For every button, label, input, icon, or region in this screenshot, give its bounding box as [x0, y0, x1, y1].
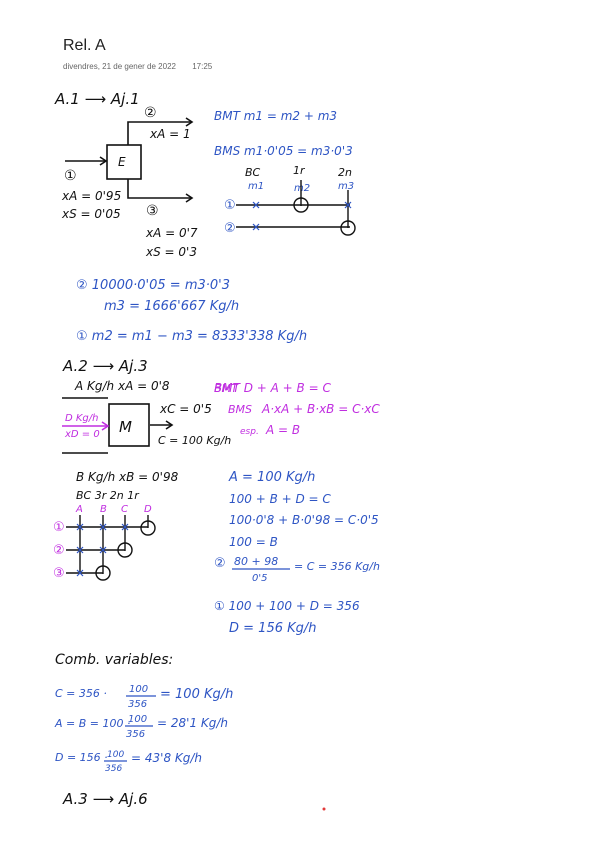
a2-matrix-row-2: ②: [53, 543, 65, 558]
a1-stream1-arrowhead: [99, 156, 108, 166]
a2-matrix-marks: [76, 523, 129, 577]
comb-d-denominator: 356: [105, 764, 122, 774]
a1-matrix-grid: [236, 180, 356, 236]
a1-stream2-xa: xA = 1: [149, 127, 191, 141]
a1-stream3-xs: xS = 0'3: [145, 245, 197, 259]
a2-esp-label: esp.: [240, 427, 259, 437]
a1-matrix-col-bc: BC: [245, 166, 261, 179]
a2-bmt-line: BMT D + A + B = C: [214, 381, 331, 395]
a1-bmt-equation: BMT m1 = m2 + m3: [214, 109, 337, 123]
a2-matrix-pivot-2: [117, 542, 133, 558]
a1-stream1-xa: xA = 0'95: [61, 189, 121, 203]
a2-stream-d-arrow: [62, 421, 110, 431]
comb-c-prefix: C = 356 ·: [55, 687, 107, 700]
a1-stream2-arrowhead: [185, 117, 194, 127]
comb-c-numerator: 100: [129, 684, 148, 695]
a2-heading: A.2 ⟶ Aj.3: [62, 357, 148, 375]
a2-input-d: D Kg/h: [65, 413, 99, 424]
a1-matrix-row-2: ②: [224, 221, 236, 236]
a2-mixer-box: [108, 403, 150, 447]
a2-matrix-header: BC 3r 2n 1r: [76, 489, 140, 502]
comb-a-denominator: 356: [126, 729, 145, 740]
a1-matrix-pivot-2: [340, 220, 356, 236]
a1-matrix-marks: [252, 201, 352, 231]
page-time: 17:25: [192, 62, 213, 71]
a2-eq-bms: 100·0'8 + B·0'98 = C·0'5: [229, 513, 379, 527]
a2-input-b: B Kg/h xB = 0'98: [76, 470, 179, 484]
a1-matrix-col-2n: 2n: [338, 166, 352, 179]
a2-eq5-result: = C = 356 Kg/h: [294, 560, 380, 573]
a2-eq5-denominator: 0'5: [252, 573, 267, 584]
comb-heading: Comb. variables:: [55, 652, 173, 668]
a2-output-c: C = 100 Kg/h: [158, 434, 231, 447]
a2-matrix-row-1: ①: [53, 520, 65, 535]
a1-stream1-xs: xS = 0'05: [61, 207, 121, 221]
a1-matrix-sub-m3: m3: [338, 181, 354, 192]
a1-calc-stream2: ② 10000·0'05 = m3·0'3: [76, 278, 230, 293]
a2-eq-a: A = 100 Kg/h: [228, 470, 315, 485]
comb-d-result: = 43'8 Kg/h: [131, 751, 202, 765]
a2-eq5-prefix: ②: [214, 556, 226, 571]
comb-c-result: = 100 Kg/h: [160, 687, 233, 702]
a1-calc-m2: ① m2 = m1 − m3 = 8333'338 Kg/h: [76, 329, 307, 344]
a2-eq-b: 100 = B: [229, 535, 278, 549]
comb-d-numerator: 100: [107, 750, 124, 760]
a1-stream3-arrowhead: [185, 193, 194, 203]
a2-box-label: M: [119, 418, 132, 436]
a1-matrix-pivot-1: [293, 197, 309, 213]
a2-bms-label: BMS: [228, 403, 252, 416]
a2-input-a: A Kg/h xA = 0'8: [74, 379, 170, 393]
a1-stream3-number: ③: [146, 203, 159, 219]
a2-bmt-label: BMT: [214, 382, 239, 395]
a1-bms-equation: BMS m1·0'05 = m3·0'3: [214, 144, 353, 158]
a1-matrix-col-1r: 1r: [293, 164, 306, 177]
a2-input-d-x: xD = 0: [64, 429, 100, 440]
a2-matrix-pivot-1: [140, 520, 156, 536]
a1-calc-m3: m3 = 1666'667 Kg/h: [104, 299, 239, 314]
a2-matrix-row-3: ③: [53, 566, 65, 581]
a1-heading: A.1 ⟶ Aj.1: [54, 90, 140, 108]
a1-matrix-sub-m2: m2: [294, 183, 310, 194]
a1-matrix-sub-m1: m1: [248, 181, 264, 192]
a1-unit-box: [106, 144, 142, 180]
page-date: divendres, 21 de gener de 2022: [63, 62, 176, 71]
a2-matrix-col-c: C: [121, 504, 128, 515]
a1-box-label: E: [118, 155, 126, 169]
a3-heading: A.3 ⟶ Aj.6: [62, 790, 148, 808]
page-meta: divendres, 21 de gener de 2022 17:25: [63, 62, 212, 71]
a2-matrix-col-b: B: [100, 504, 107, 515]
a2-eq-d-sum: ① 100 + 100 + D = 356: [214, 599, 360, 613]
a1-flow-diagram: [65, 117, 194, 203]
a2-eq-bmt: 100 + B + D = C: [229, 492, 331, 506]
comb-a-result: = 28'1 Kg/h: [157, 716, 228, 730]
a1-stream3-arrow: [127, 179, 192, 199]
a2-matrix-pivot-3: [95, 565, 111, 581]
a2-bms-equation: A·xA + B·xB = C·xC: [261, 402, 380, 416]
a1-stream2-arrow: [127, 121, 192, 145]
a1-stream3-xa: xA = 0'7: [145, 226, 198, 240]
page-title: Rel. A: [63, 37, 106, 54]
a2-esp-equation: A = B: [265, 423, 300, 437]
comb-d-prefix: D = 156 ·: [55, 751, 108, 764]
a2-eq-d: D = 156 Kg/h: [229, 621, 317, 636]
a2-matrix-grid: [66, 515, 156, 581]
a1-matrix-row-1: ①: [224, 198, 236, 213]
a1-stream1-number: ①: [64, 168, 77, 184]
comb-c-denominator: 356: [128, 699, 147, 710]
comb-a-numerator: 100: [128, 714, 147, 725]
a2-eq5-numerator: 80 + 98: [234, 555, 278, 568]
comb-a-prefix: A = B = 100 ·: [54, 717, 130, 730]
stray-red-dot: [322, 807, 326, 811]
a2-output-xc: xC = 0'5: [159, 402, 212, 416]
a1-stream2-number: ②: [144, 105, 157, 121]
a2-stream-c-arrowhead: [165, 420, 174, 430]
a2-matrix-col-a: A: [75, 504, 83, 515]
a2-matrix-col-d: D: [144, 504, 152, 515]
a2-flow-diagram: [62, 397, 174, 454]
